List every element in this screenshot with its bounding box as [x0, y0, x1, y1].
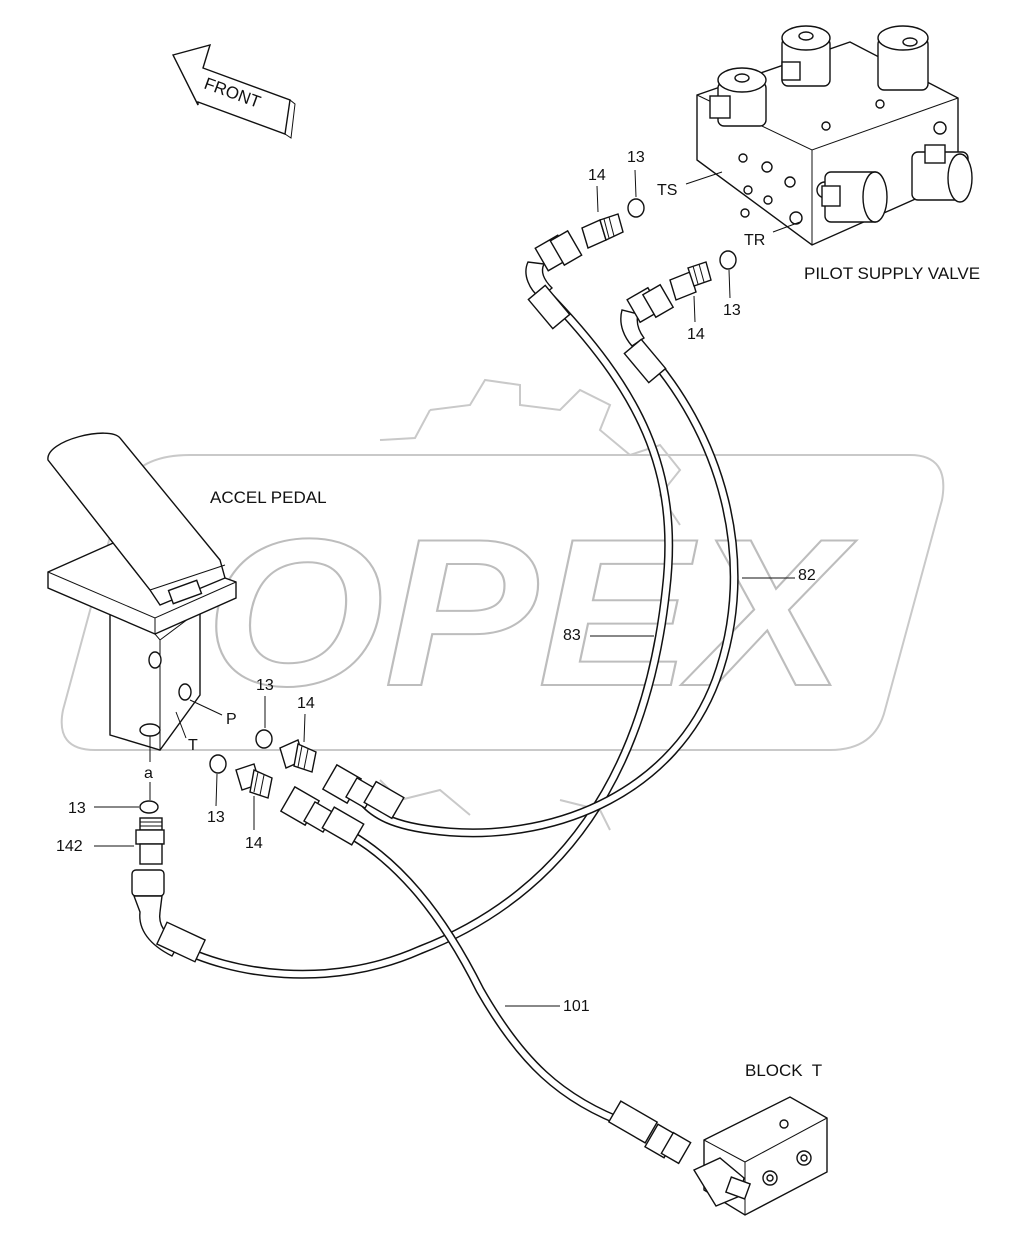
hose-83-top-fitting: [525, 229, 583, 330]
callout-14-t: 14: [245, 835, 263, 852]
callout-13-tr: 13: [723, 302, 741, 319]
oring-13-ts: [627, 198, 645, 218]
hose-82-bottom-fitting: [321, 763, 405, 820]
accel-pedal-label: ACCEL PEDAL: [210, 488, 327, 507]
callout-13-a: 13: [68, 800, 86, 817]
port-p-label: P: [226, 711, 237, 728]
callout-83: 83: [563, 627, 581, 644]
watermark-text: OPEX: [205, 495, 857, 730]
fitting-14-tr: [669, 261, 712, 301]
callout-142: 142: [56, 838, 83, 855]
callout-101: 101: [563, 998, 590, 1015]
oring-13-tr: [719, 250, 737, 270]
pilot-supply-valve-label: PILOT SUPPLY VALVE: [804, 264, 980, 283]
port-a-label: a: [144, 765, 153, 782]
pilot-supply-valve: TS TR PILOT SUPPLY VALVE: [657, 25, 980, 283]
fitting-14-p: [279, 739, 317, 773]
fitting-142: [135, 817, 165, 865]
hose-82: [355, 340, 739, 838]
hose-101-top-fitting: [279, 785, 365, 846]
hose-82-top-fitting: [620, 283, 675, 384]
block-t: BLOCK T: [692, 1061, 828, 1216]
oring-13-a: [139, 800, 159, 814]
front-arrow-icon: FRONT: [171, 43, 296, 139]
callout-14-p: 14: [297, 695, 315, 712]
oring-13-p: [255, 729, 273, 749]
port-tr-label: TR: [744, 232, 765, 249]
hose-83-bottom-fitting: [131, 869, 207, 963]
fitting-14-ts: [581, 213, 624, 249]
callout-13-p: 13: [256, 677, 274, 694]
oring-13-t: [209, 754, 227, 774]
watermark-gear-outline: [379, 378, 682, 831]
callout-14-ts: 14: [588, 167, 606, 184]
opex-watermark: OPEX: [60, 378, 945, 831]
callout-82: 82: [798, 567, 816, 584]
callout-14-tr: 14: [687, 326, 705, 343]
callout-13-ts: 13: [627, 149, 645, 166]
block-t-label: BLOCK T: [745, 1061, 822, 1080]
fitting-14-t: [235, 763, 273, 799]
port-ts-label: TS: [657, 182, 677, 199]
hose-101: [315, 815, 635, 1130]
port-t-label: T: [188, 737, 198, 754]
callout-13-t: 13: [207, 809, 225, 826]
hose-83: [170, 287, 674, 979]
hose-101-bottom-fitting: [607, 1100, 692, 1165]
accel-pedal: ACCEL PEDAL P T a: [47, 432, 327, 800]
